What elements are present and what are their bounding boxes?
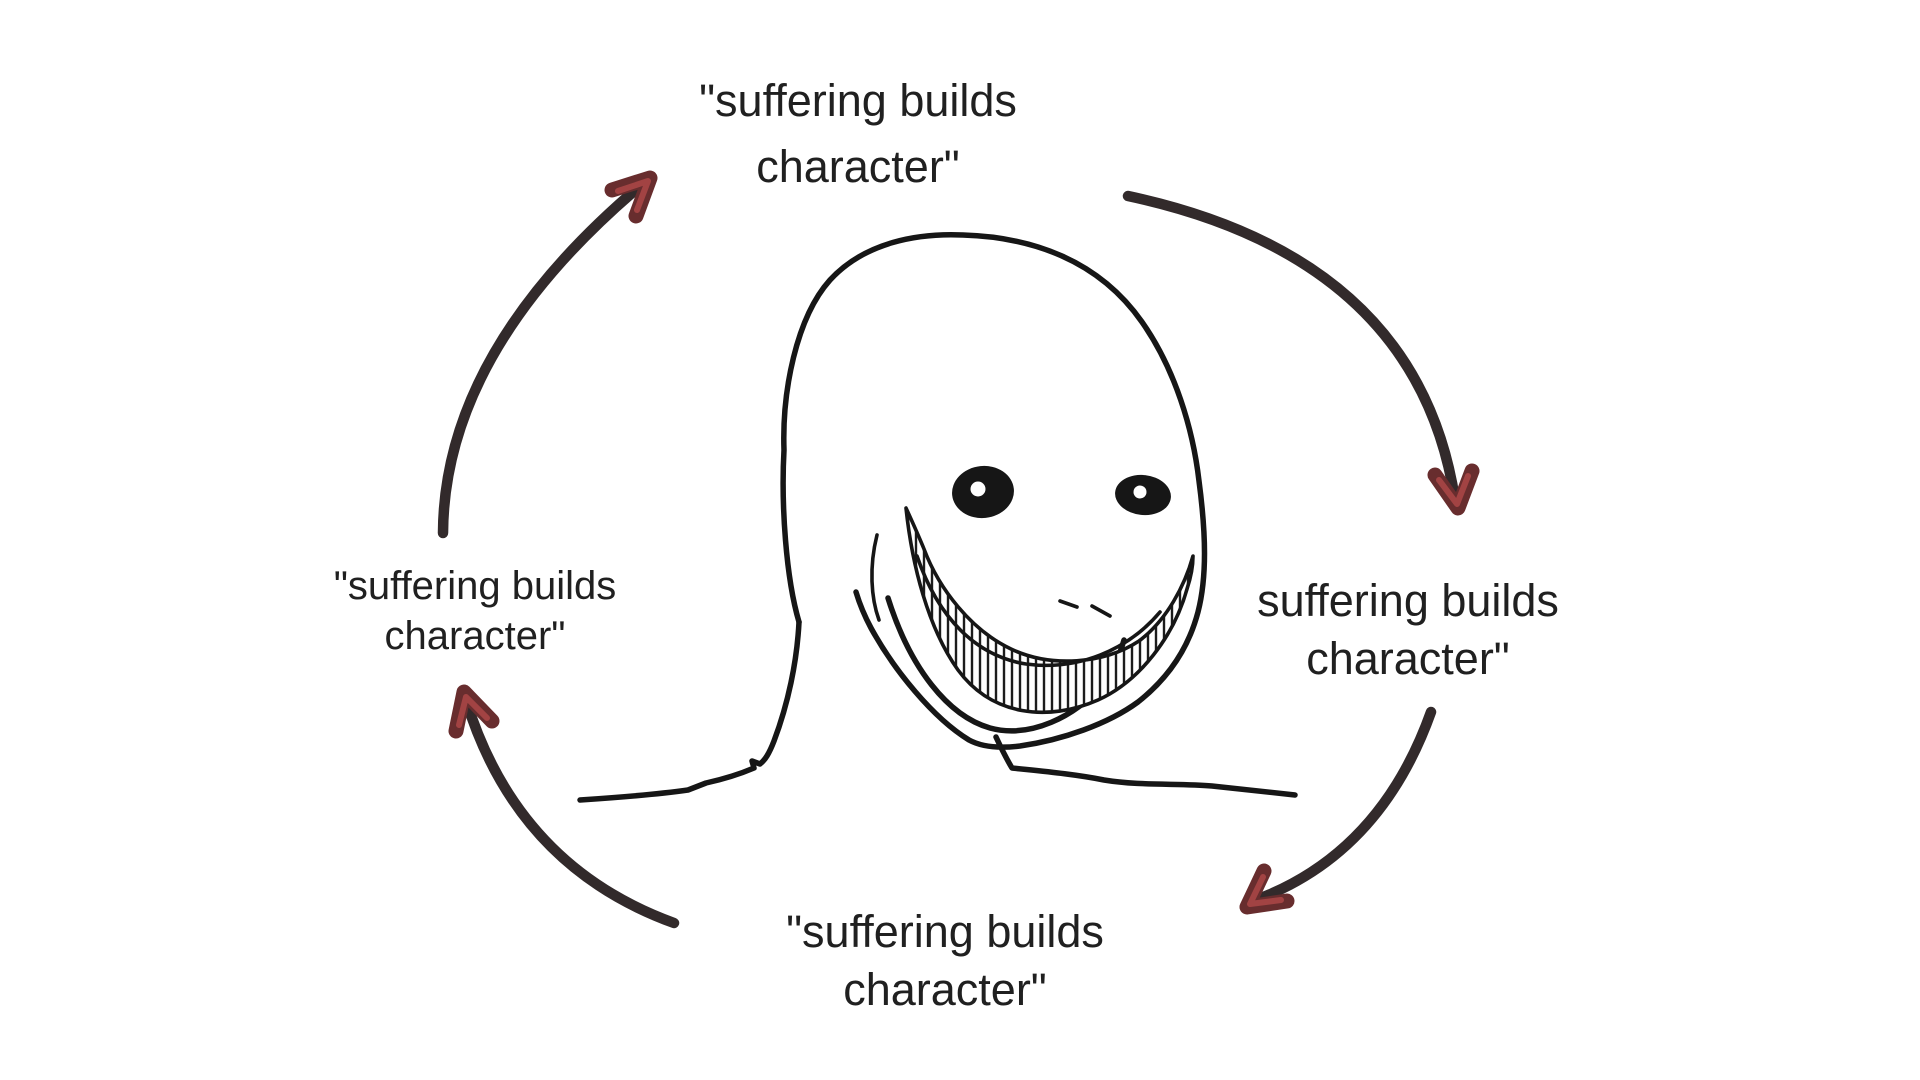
- quote-top: "suffering builds character": [699, 68, 1017, 200]
- wojak-face: [577, 231, 1298, 803]
- nose-dash-right: [1090, 604, 1112, 618]
- quote-bottom: "suffering builds character": [786, 903, 1104, 1019]
- quote-bottom-line2: character": [843, 964, 1047, 1015]
- quote-right-line1: suffering builds: [1257, 575, 1559, 626]
- cycle-arrow-bottom-to-left: [448, 684, 680, 929]
- quote-left: "suffering builds character": [334, 561, 617, 661]
- teeth-row-divider: [915, 554, 1162, 668]
- cycle-arrow-top-to-right: [1122, 190, 1480, 516]
- creepy-grin: [904, 506, 1195, 715]
- quote-right-line2: character": [1306, 633, 1510, 684]
- cycle-arrow-left-to-top: [437, 170, 658, 539]
- quote-top-line2: character": [756, 141, 960, 192]
- right-pupil: [1133, 485, 1147, 499]
- nose-dash-left: [1058, 599, 1079, 609]
- cycle-arrow-right-to-bottom: [1239, 706, 1437, 915]
- neck-right-and-shoulder: [993, 734, 1298, 798]
- quote-left-line1: "suffering builds: [333, 564, 617, 608]
- neck-left-and-shoulder: [577, 619, 802, 803]
- head-outline: [780, 231, 1208, 750]
- quote-bottom-line1: "suffering builds: [786, 906, 1104, 957]
- cheek-crease: [870, 533, 881, 622]
- quote-top-line1: "suffering builds: [699, 75, 1017, 126]
- left-pupil: [970, 481, 986, 497]
- quote-right: suffering builds character": [1257, 572, 1559, 688]
- quote-left-line2: character": [384, 614, 566, 658]
